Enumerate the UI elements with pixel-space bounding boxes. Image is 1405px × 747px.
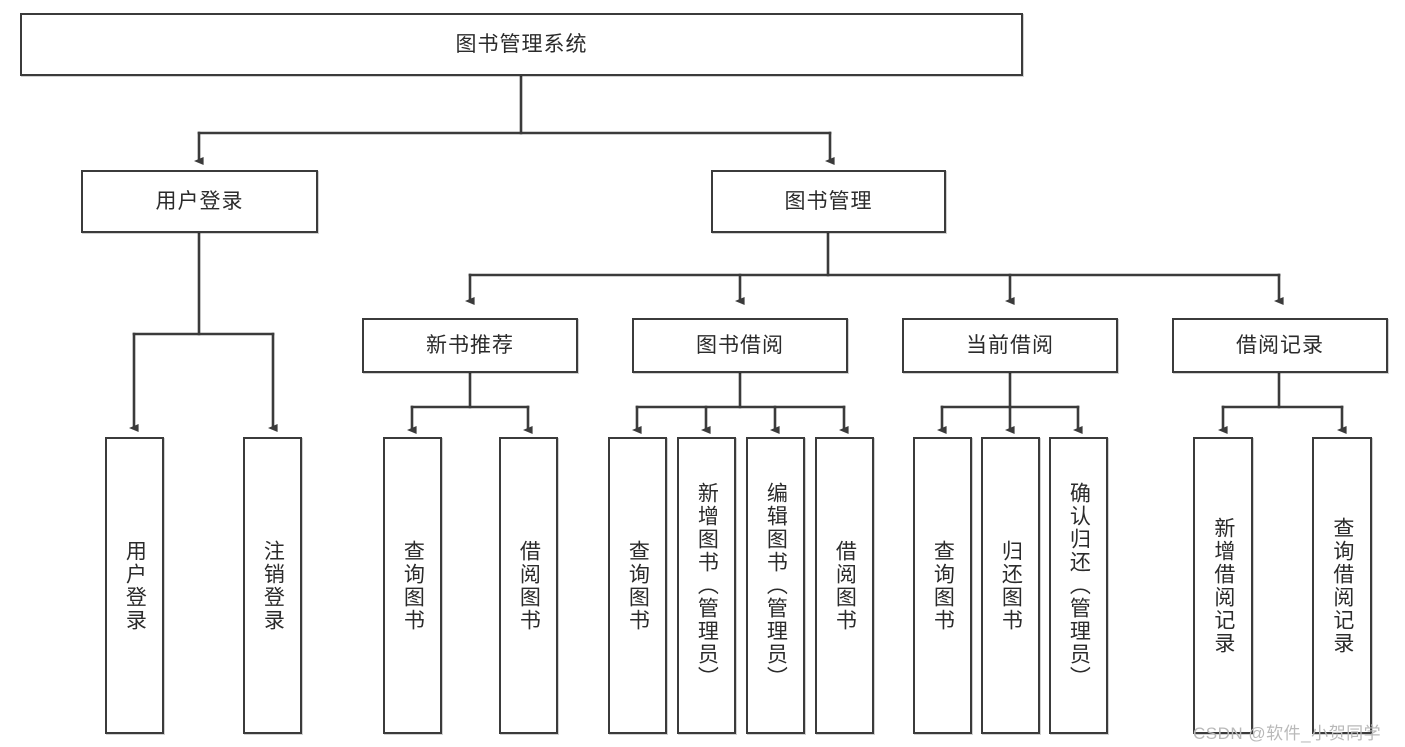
leaf-current-confirm-return-admin[interactable]: 确认归还（管理员）	[1049, 437, 1108, 734]
node-label: 归还图书	[999, 539, 1023, 632]
node-label: 图书管理	[784, 189, 873, 213]
node-label: 图书管理系统	[455, 32, 588, 56]
node-label: 图书借阅	[696, 333, 784, 357]
leaf-record-query-borrow-record[interactable]: 查询借阅记录	[1312, 437, 1372, 734]
csdn-watermark: CSDN @软件_小贺同学	[1193, 724, 1382, 743]
node-user-login[interactable]: 用户登录	[81, 170, 318, 233]
node-label: 借阅记录	[1236, 333, 1324, 357]
node-current-borrow[interactable]: 当前借阅	[902, 318, 1118, 373]
node-label: 借阅图书	[833, 539, 857, 632]
leaf-borrow-borrow-book[interactable]: 借阅图书	[815, 437, 874, 734]
node-book-borrow[interactable]: 图书借阅	[632, 318, 848, 373]
node-root-system[interactable]: 图书管理系统	[20, 13, 1023, 76]
node-new-book-recommend[interactable]: 新书推荐	[362, 318, 578, 373]
node-label: 编辑图书（管理员）	[764, 482, 788, 689]
leaf-recommend-borrow-book[interactable]: 借阅图书	[499, 437, 558, 734]
node-label: 当前借阅	[966, 333, 1054, 357]
node-label: 查询图书	[626, 539, 650, 632]
node-label: 用户登录	[155, 189, 244, 213]
node-label: 确认归还（管理员）	[1067, 482, 1091, 689]
leaf-record-add-borrow-record[interactable]: 新增借阅记录	[1193, 437, 1253, 734]
leaf-current-query-book[interactable]: 查询图书	[913, 437, 972, 734]
node-label: 查询借阅记录	[1330, 516, 1354, 655]
node-label: 借阅图书	[517, 539, 541, 632]
leaf-borrow-add-book-admin[interactable]: 新增图书（管理员）	[677, 437, 736, 734]
node-label: 查询图书	[931, 539, 955, 632]
node-borrow-record[interactable]: 借阅记录	[1172, 318, 1388, 373]
node-book-management[interactable]: 图书管理	[711, 170, 946, 233]
leaf-user-login[interactable]: 用户登录	[105, 437, 164, 734]
leaf-user-logout[interactable]: 注销登录	[243, 437, 302, 734]
leaf-borrow-edit-book-admin[interactable]: 编辑图书（管理员）	[746, 437, 805, 734]
node-label: 注销登录	[261, 539, 285, 632]
node-label: 用户登录	[123, 539, 147, 632]
node-label: 查询图书	[401, 539, 425, 632]
leaf-borrow-query-book[interactable]: 查询图书	[608, 437, 667, 734]
node-label: 新增图书（管理员）	[695, 482, 719, 689]
node-label: 新增借阅记录	[1211, 516, 1235, 655]
node-label: 新书推荐	[426, 333, 514, 357]
leaf-recommend-query-book[interactable]: 查询图书	[383, 437, 442, 734]
leaf-current-return-book[interactable]: 归还图书	[981, 437, 1040, 734]
